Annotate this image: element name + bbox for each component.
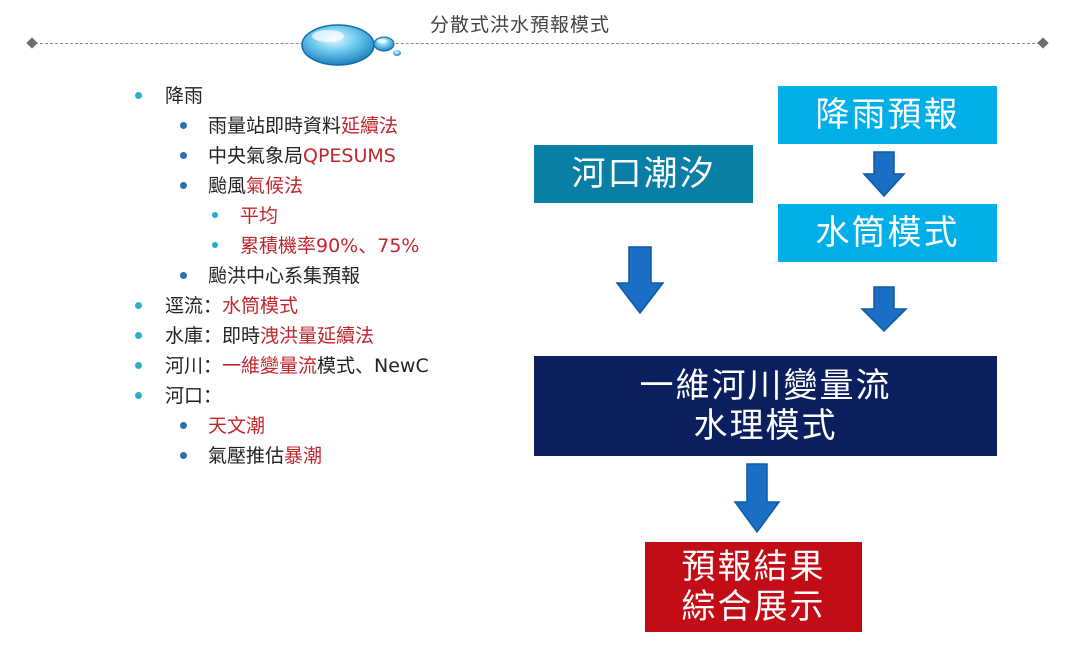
result-label-line2: 綜合展示 [681,587,826,627]
list-item-storm-surge: 氣壓推估暴潮 [180,445,323,467]
tank-model-box: 水筒模式 [778,204,997,262]
river-model-label-line2: 水理模式 [693,406,838,446]
river-model-box: 一維河川變量流 水理模式 [534,356,997,456]
page-title: 分散式洪水預報模式 [430,14,611,36]
list-item-highlight: 暴潮 [284,445,323,467]
estuary-tide-label: 河口潮汐 [571,154,716,194]
list-item-highlight: 延續法 [341,115,399,137]
river-model-label-line1: 一維河川變量流 [639,366,892,406]
list-item-label: 逕流： [165,295,223,317]
result-label-line1: 預報結果 [681,547,826,587]
list-item-highlight: QPESUMS [303,145,396,167]
list-item-label: 降雨 [165,85,204,107]
bullet-dot [180,422,187,429]
header-divider [26,37,1049,49]
list-item-label: 天文潮 [208,415,266,437]
list-item-label-suffix: 模式、NewC [317,355,429,377]
list-item-label: 平均 [240,205,279,227]
rain-forecast-label: 降雨預報 [815,95,960,135]
list-item-astro-tide: 天文潮 [180,415,266,437]
list-item-label: 雨量站即時資料 [208,115,342,137]
bullet-dot [135,302,142,309]
list-item-label: 河口： [165,385,223,407]
bullet-dot [135,362,142,369]
list-item-label: 氣壓推估 [208,445,285,467]
estuary-tide-box: 河口潮汐 [534,145,753,203]
list-item-highlight: 一維變量流 [222,355,318,377]
bullet-dot [180,452,187,459]
arrow-down-icon [860,286,908,333]
list-item-label: 颱洪中心系集預報 [208,265,361,287]
list-item-rain-station: 雨量站即時資料延續法 [180,115,399,137]
list-item-label: 中央氣象局 [208,145,304,167]
list-item-cwb: 中央氣象局QPESUMS [180,145,396,167]
bullet-dot [180,182,187,189]
list-item-runoff: 逕流：水筒模式 [135,295,299,317]
list-item-label: 累積機率90%、75% [240,235,420,257]
list-item-typhoon: 颱風氣候法 [180,175,304,197]
list-item-typhoon-center: 颱洪中心系集預報 [180,265,361,287]
result-box: 預報結果 綜合展示 [645,542,862,632]
list-item-cumulative: 累積機率90%、75% [212,235,420,257]
list-item-label: 颱風 [208,175,247,197]
list-item-average: 平均 [212,205,279,227]
list-item-estuary: 河口： [135,385,223,407]
water-droplet-icon [301,24,401,66]
bullet-dot [180,122,187,129]
bullet-dot [180,152,187,159]
list-item-label: 水庫：即時 [165,325,261,347]
list-item-reservoir: 水庫：即時洩洪量延續法 [135,325,375,347]
arrow-down-icon [733,463,781,534]
bullet-list: 降雨 雨量站即時資料延續法 中央氣象局QPESUMS 颱風氣候法 平均 累積機率… [0,0,520,480]
bullet-dot [212,212,218,218]
arrow-down-icon [615,246,665,315]
tank-model-label: 水筒模式 [815,213,960,253]
list-item-label: 河川： [165,355,223,377]
list-item-highlight: 洩洪量延續法 [260,325,375,347]
divider-right-diamond [1037,37,1049,49]
bullet-dot [135,92,142,99]
list-item-highlight: 水筒模式 [222,295,299,317]
bullet-dot [135,332,142,339]
bullet-dot [212,242,218,248]
arrow-down-icon [862,151,906,198]
bullet-dot [135,392,142,399]
bullet-dot [180,272,187,279]
rain-forecast-box: 降雨預報 [778,86,997,144]
list-item-rain: 降雨 [135,85,204,107]
list-item-river: 河川：一維變量流模式、NewC [135,355,429,377]
list-item-highlight: 氣候法 [246,175,304,197]
